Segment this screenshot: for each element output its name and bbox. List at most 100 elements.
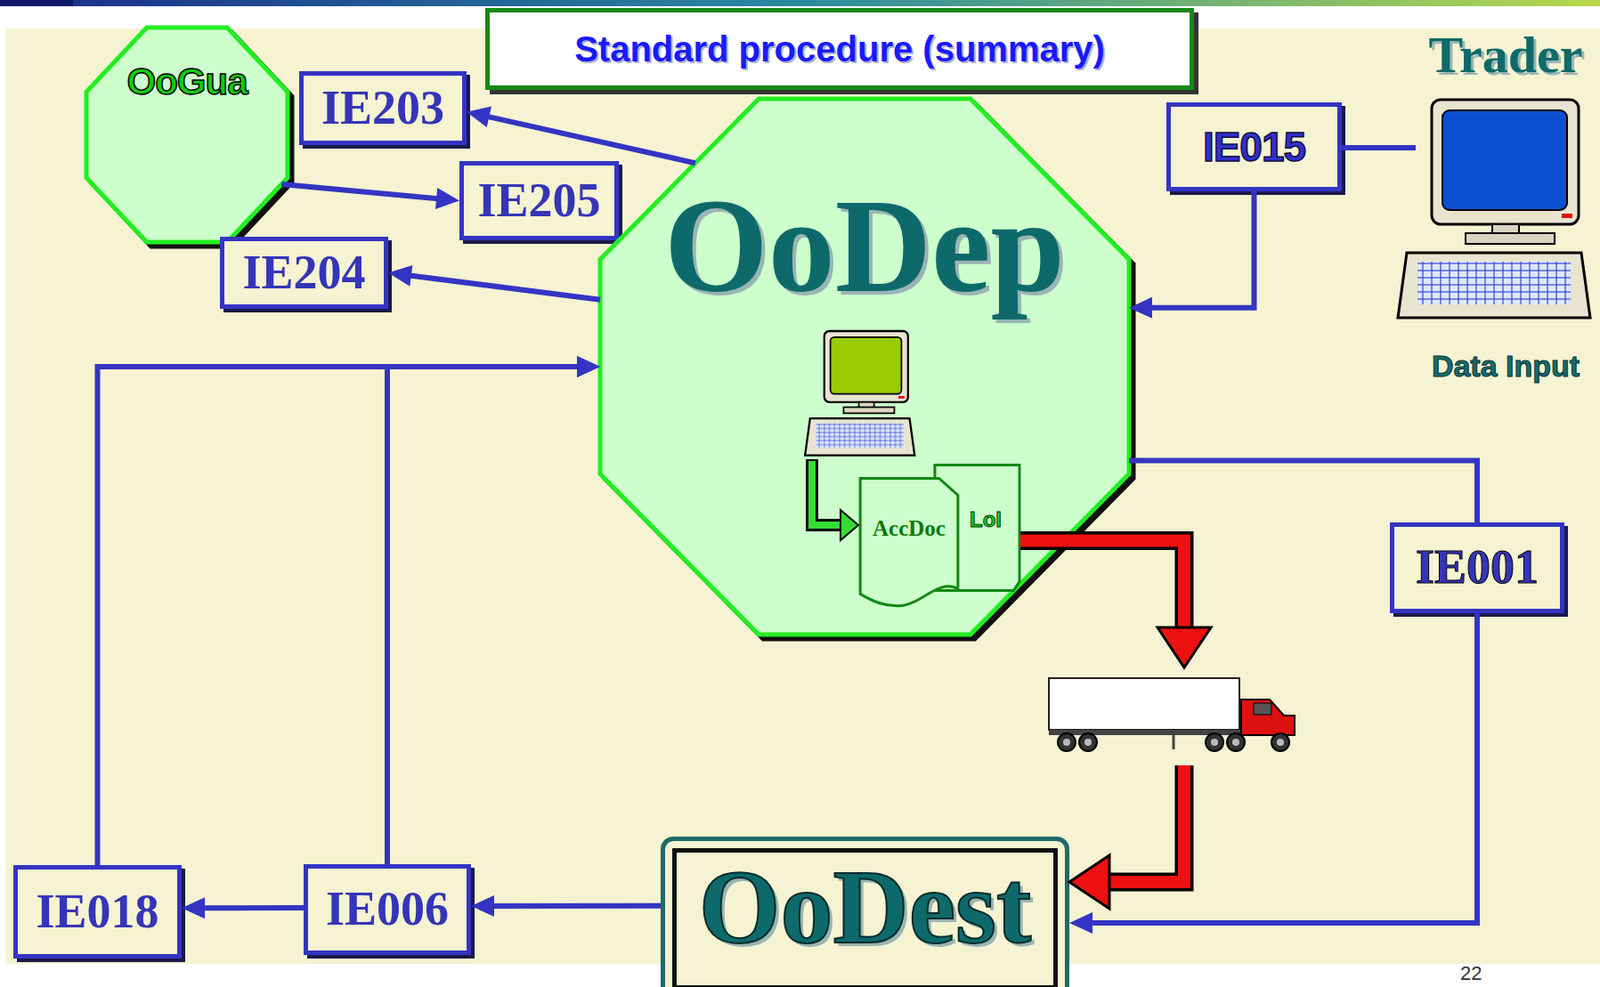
message-box: IE203 [299,71,467,146]
office-octagon: OoGua [86,27,288,243]
message-box: IE006 [303,864,472,956]
node-label: OoDep [664,178,1065,313]
connector-line [1128,460,1478,523]
connector-line [387,366,579,865]
document-shape: AccDoc [859,477,959,608]
shape-path [600,98,1129,635]
message-connector [388,265,601,301]
message-connector [466,106,696,164]
wheel [1079,733,1097,752]
keyboard [804,418,915,456]
connector-line [1090,613,1478,924]
arrow-outline [1107,765,1185,883]
node-label: IE001 [1415,541,1539,594]
arrowhead [466,106,492,128]
message-connector [471,895,661,918]
screen [1442,110,1568,211]
top-bar-corner [0,0,74,7]
node-label: IE205 [477,174,601,228]
connector-line [1150,191,1255,309]
message-connector [281,184,460,210]
node-label: IE204 [242,246,366,300]
chassis [1048,730,1295,736]
office-octagon: OoDepLoI AccDoc [600,98,1129,635]
monitor-base [843,407,894,415]
node-label: AccDoc [872,516,946,542]
hub [1084,739,1092,747]
node-label: IE006 [325,883,449,936]
slide-ground [5,28,1600,965]
monitor-neck [1492,224,1519,236]
monitor-neck [859,402,875,409]
power-light [898,396,905,399]
message-box: IE018 [13,865,182,959]
top-bar [0,0,1600,7]
power-light [1561,213,1573,219]
connector-line [409,276,601,301]
print-arrow [812,459,859,541]
arrowhead [1069,912,1093,935]
title-box: Standard procedure (summary) [485,8,1194,90]
arrow-outline [1020,540,1185,630]
shape-path [860,478,959,606]
message-connector [181,897,304,919]
document-outline [859,477,959,608]
node-label: IE018 [35,885,159,939]
monitor [824,331,909,403]
page-number-text: 22 [1460,962,1482,985]
office-box: OoDest [660,836,1070,987]
node-label: IE015 [1202,124,1306,171]
octagon-outline [86,27,288,243]
screen [830,337,902,395]
hub [1232,739,1240,747]
trader-station: TraderData Input [1415,26,1596,383]
hub [1276,739,1284,747]
arrowhead [1069,855,1110,910]
slide-title: Standard procedure (summary) [574,29,1105,69]
connector-line [492,903,661,910]
wheel [1057,733,1076,752]
arrowhead [1128,297,1153,319]
transport-arrow [1020,540,1211,910]
node-label: IE203 [321,81,445,135]
cab [1241,699,1295,736]
message-box: IE205 [459,161,619,241]
connector-line [1107,765,1185,883]
print-arrow-outline [812,459,845,526]
shape-path [86,27,288,243]
print-arrow-head [840,510,859,541]
connector-line [487,116,696,163]
hub [1063,739,1071,747]
arrowhead [471,895,495,918]
arrowhead [576,356,601,378]
node-label: Data Input [1431,349,1580,383]
trailer [1048,678,1240,731]
message-box: IE204 [219,236,389,309]
message-connector [97,356,602,866]
landing-leg [1172,735,1176,750]
wheel [1205,733,1224,752]
connector-line [1020,540,1185,630]
message-connector [1128,460,1478,523]
print-arrow-shaft [812,461,845,526]
monitor [1431,99,1579,225]
node-label: OoGua [126,61,247,103]
wheel [1226,733,1245,752]
message-connector [1069,613,1478,935]
hub [1210,739,1219,747]
keyboard [1397,252,1591,318]
node-label: LoI [969,508,1002,532]
keyboard-keys [1417,261,1571,305]
node-label: OoDest [698,855,1032,961]
node-label: Trader [1429,26,1584,84]
cab-window [1253,703,1272,715]
connector-line [1341,145,1416,151]
customs-computer-icon [804,331,915,456]
message-box: IE001 [1389,522,1565,614]
arrowhead [388,265,413,287]
connector-line [281,184,439,199]
arrowhead [181,897,205,919]
